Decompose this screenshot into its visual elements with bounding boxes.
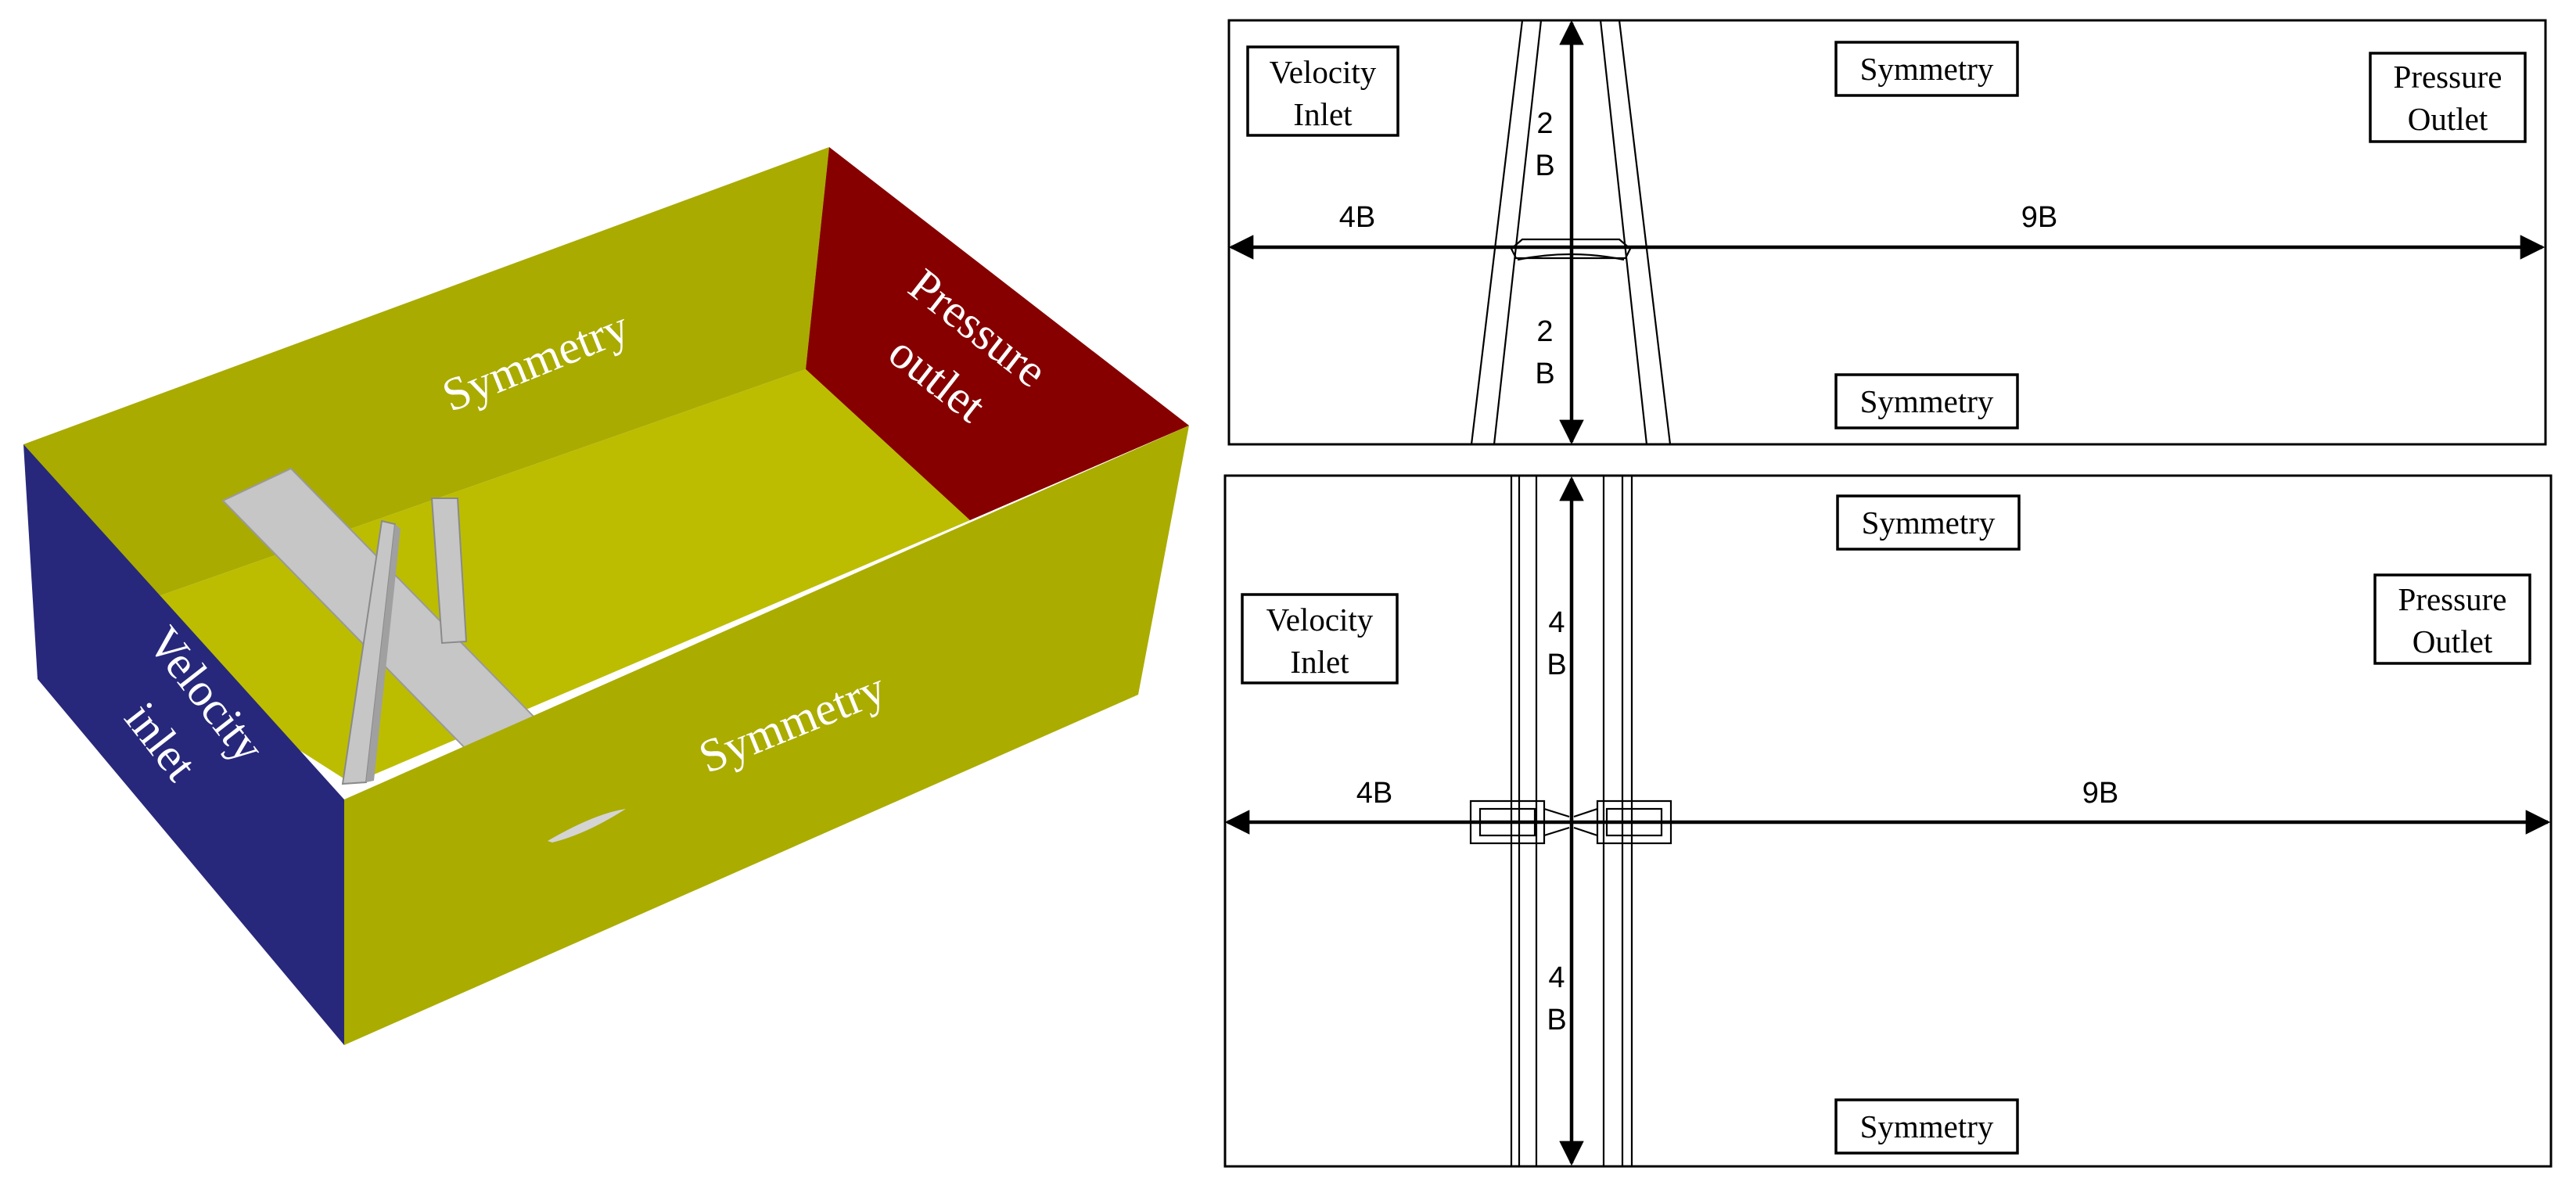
- velocity-inlet-face: [23, 444, 344, 1045]
- symmetry-bottom-label: Symmetry: [1860, 1108, 1994, 1144]
- deck-slot: [548, 809, 626, 843]
- upstream-length-label: 4B: [1356, 777, 1392, 810]
- upper-half-width-label-1: 2: [1536, 107, 1553, 140]
- domain-floor: [94, 369, 970, 784]
- velocity-inlet-label-line1: Velocity: [1270, 54, 1377, 90]
- symmetry-face-front: [344, 426, 1189, 1045]
- pressure-outlet-label-line1: Pressure: [2398, 581, 2507, 617]
- velocity-inlet-label-line2: Inlet: [1293, 96, 1353, 132]
- elevation-view-panel: 4B 9B 4 B 4 B Velocity Inlet Symmetry Sy…: [1223, 474, 2553, 1168]
- lower-half-width-label-1: 2: [1536, 315, 1553, 348]
- pressure-outlet-label-line1: Pressure: [2394, 59, 2502, 95]
- upper-half-width-label-2: B: [1535, 149, 1554, 182]
- pressure-outlet-face: [806, 147, 1189, 520]
- bridge-pylon-right: [430, 498, 468, 645]
- lower-half-width-label-2: B: [1535, 357, 1554, 390]
- symmetry-bottom-label: Symmetry: [1860, 383, 1994, 419]
- pressure-outlet-label-line2: Outlet: [2413, 623, 2493, 659]
- velocity-inlet-label-line2: Inlet: [1290, 644, 1349, 680]
- plan-view-panel: 4B 9B 2 B 2 B Velocity Inlet Symmetry Sy…: [1227, 19, 2547, 446]
- upper-half-height-label-2: B: [1547, 649, 1566, 681]
- downstream-length-label: 9B: [2082, 777, 2118, 810]
- lower-half-height-label-1: 4: [1548, 961, 1565, 994]
- upper-half-height-label-1: 4: [1548, 606, 1565, 639]
- upstream-length-label: 4B: [1339, 201, 1375, 234]
- symmetry-top-label: Symmetry: [1860, 51, 1994, 87]
- pressure-outlet-label-line2: Outlet: [2408, 101, 2488, 137]
- symmetry-top-label: Symmetry: [1862, 505, 1996, 541]
- downstream-length-label: 9B: [2021, 201, 2057, 234]
- velocity-inlet-label-line1: Velocity: [1266, 602, 1374, 638]
- lower-half-height-label-2: B: [1547, 1004, 1566, 1037]
- bridge-pylon-left-face: [366, 524, 401, 782]
- domain-3d-view: Symmetry Symmetry Pressure outlet Veloci…: [23, 147, 1189, 1045]
